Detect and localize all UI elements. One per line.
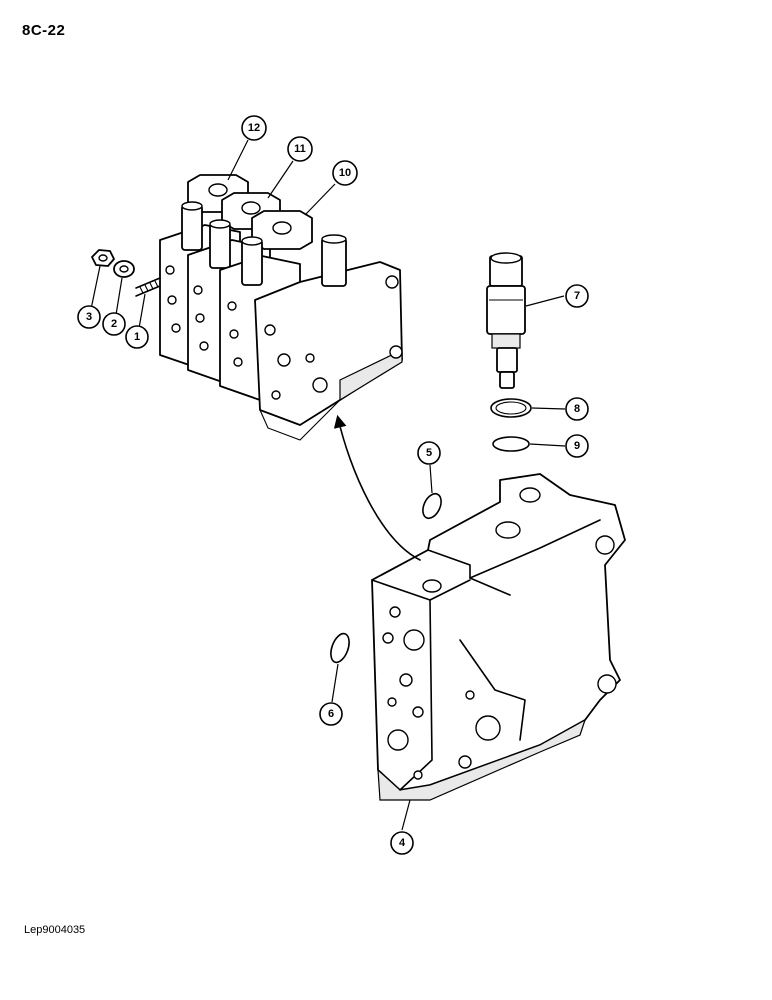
hex-nut [91, 249, 115, 267]
callout-2: 2 [102, 312, 126, 336]
seal-ring-8 [490, 398, 532, 418]
callout-8: 8 [565, 397, 589, 421]
callout-label: 11 [294, 143, 306, 155]
callout-label: 1 [134, 331, 140, 343]
o-ring-6 [330, 632, 350, 664]
callout-label: 2 [111, 318, 117, 330]
callout-label: 12 [248, 122, 260, 134]
washer [113, 260, 135, 278]
callout-10: 10 [332, 160, 358, 186]
valve-inlet-section [254, 234, 403, 441]
callout-5: 5 [417, 441, 441, 465]
callout-label: 7 [574, 290, 580, 302]
page-code: 8C-22 [22, 22, 66, 39]
callout-6: 6 [319, 702, 343, 726]
o-ring-9 [492, 436, 530, 452]
relief-valve-cartridge [486, 252, 526, 389]
document-reference: Lep9004035 [24, 924, 86, 936]
callout-label: 3 [86, 311, 92, 323]
tie-rod-bolt [135, 277, 161, 297]
callout-label: 5 [426, 447, 432, 459]
callout-leaders [89, 139, 566, 831]
callout-7: 7 [565, 284, 589, 308]
callout-9: 9 [565, 434, 589, 458]
callout-label: 8 [574, 403, 580, 415]
callout-label: 4 [399, 837, 406, 849]
callout-12: 12 [241, 115, 267, 141]
assembly-arrow [333, 414, 421, 561]
valve-stack-assembly [91, 174, 403, 441]
callout-1: 1 [125, 325, 149, 349]
callout-4: 4 [390, 831, 414, 855]
inlet-section-body [371, 473, 626, 801]
callout-label: 6 [328, 708, 334, 720]
callout-3: 3 [77, 305, 101, 329]
callout-11: 11 [287, 136, 313, 162]
o-ring-5 [422, 492, 442, 520]
callout-label: 10 [339, 167, 351, 179]
callout-label: 9 [574, 440, 580, 452]
